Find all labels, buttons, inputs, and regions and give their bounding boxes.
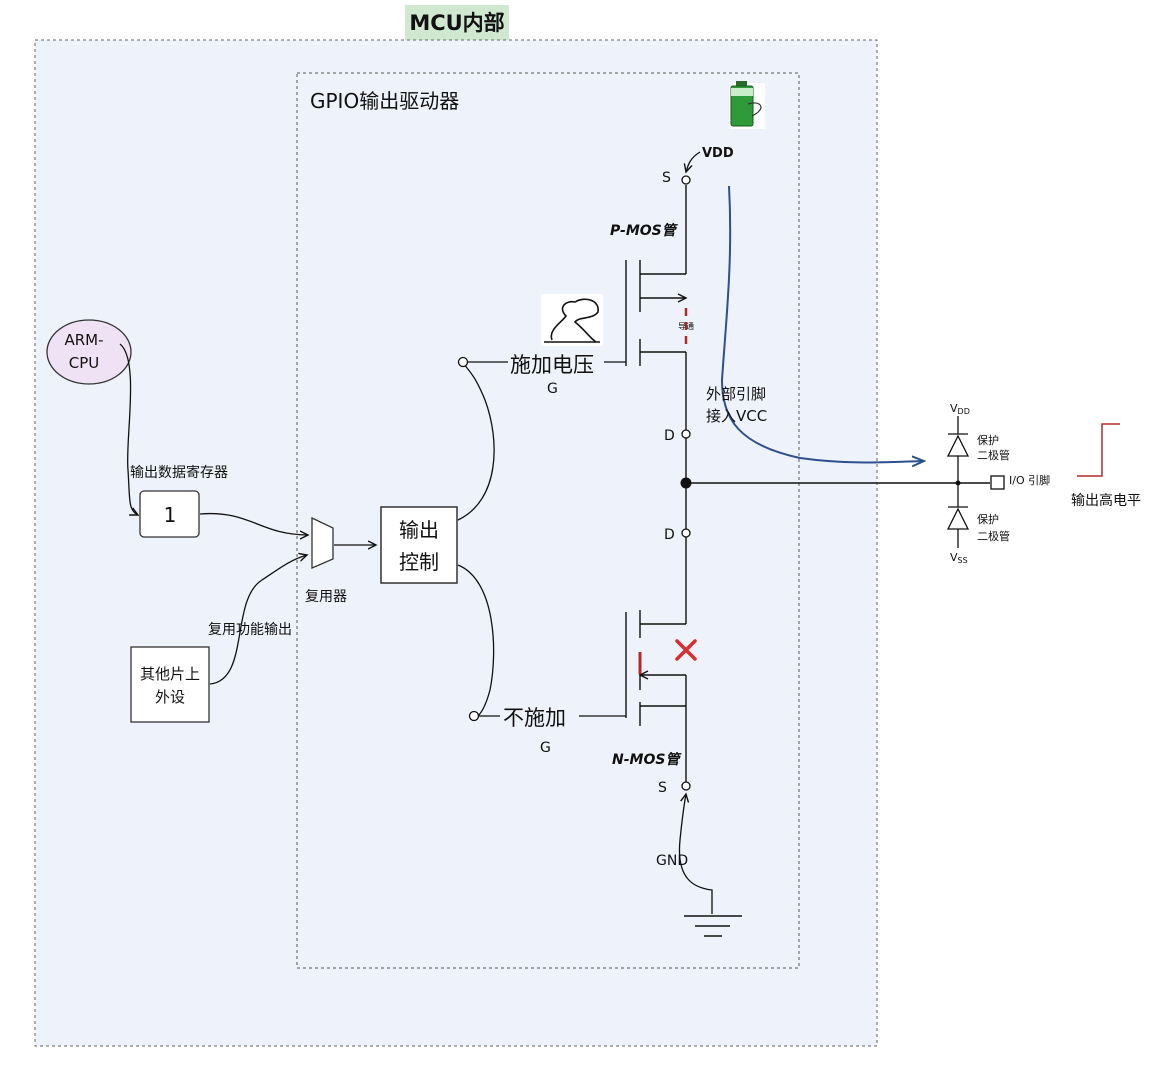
register-to-mux-wire (199, 512, 308, 535)
bottom-diode-label-line1: 保护 (977, 512, 999, 526)
peripheral-label-line1: 其他片上 (140, 665, 200, 683)
vss-rail-label: VSS (950, 551, 968, 565)
pmos-channel-note: 导通 (678, 321, 694, 331)
vdd-to-source-wire (686, 151, 701, 172)
nmos-label: N-MOS管 (612, 751, 682, 768)
cpu-label-line2: CPU (69, 354, 100, 372)
output-data-register (139, 490, 200, 538)
output-level-label: 输出高电平 (1071, 492, 1141, 509)
top-diode-label-line2: 二极管 (977, 448, 1010, 462)
nmos-drain-label: D (664, 527, 675, 543)
pmos-source-terminal (681, 175, 691, 185)
io-pin-label: I/O 引脚 (1009, 473, 1050, 487)
output-control-line2: 控制 (399, 550, 439, 574)
pmos-drain-terminal (681, 429, 691, 439)
peripheral-to-mux-wire (209, 555, 307, 685)
mux-label: 复用器 (305, 588, 347, 605)
alt-function-label: 复用功能输出 (208, 621, 292, 638)
mcu-title: MCU内部 (409, 11, 505, 35)
cpu-node (46, 319, 132, 385)
vdd-rail-label: VDD (950, 402, 970, 416)
upper-gate-label: G (547, 381, 558, 397)
pmos-source-label: S (662, 170, 671, 186)
high-level-waveform (1077, 423, 1120, 477)
ground-icon (684, 915, 742, 937)
mcu-title-chip (405, 5, 509, 41)
protection-diode-bottom (946, 483, 970, 548)
gpio-driver-region (296, 72, 800, 969)
nmos-transistor (625, 537, 687, 782)
pmos-drain-label: D (664, 428, 675, 444)
multiplexer (311, 516, 334, 569)
nmos-source-label: S (658, 780, 667, 796)
gnd-to-source-wire (678, 794, 713, 914)
io-pin[interactable] (990, 475, 1005, 490)
peripheral-label-line2: 外设 (155, 688, 185, 706)
register-label: 输出数据寄存器 (130, 464, 228, 481)
protection-diode-top (946, 416, 970, 483)
upper-gate-terminal (457, 356, 469, 368)
register-value: 1 (164, 503, 177, 527)
external-label-line1: 外部引脚 (706, 385, 766, 403)
pmos-label: P-MOS管 (610, 222, 679, 239)
lower-gate-label: G (540, 740, 551, 756)
pmos-transistor (625, 185, 688, 430)
external-vcc-arrow (720, 185, 924, 463)
cpu-to-register-wire (119, 343, 138, 515)
output-control-line1: 输出 (399, 518, 439, 542)
top-diode-label-line1: 保护 (977, 433, 999, 447)
lower-path-label: 不施加 (503, 706, 566, 730)
vdd-label: VDD (702, 146, 734, 161)
nmos-drain-terminal (681, 528, 691, 538)
battery-icon (729, 81, 765, 129)
gnd-label: GND (656, 853, 688, 869)
cpu-label-line1: ARM- (64, 331, 103, 349)
control-to-upper-gate-wire (457, 363, 495, 521)
control-to-lower-gate-wire (457, 564, 495, 717)
nmos-off-mark-icon (675, 639, 697, 661)
nmos-source-terminal (681, 781, 691, 791)
external-label-line2: 接入VCC (706, 407, 767, 425)
bottom-diode-label-line2: 二极管 (977, 529, 1010, 543)
person-icon (541, 294, 603, 346)
peripheral-box (130, 646, 210, 723)
gpio-title: GPIO输出驱动器 (310, 89, 459, 113)
lower-gate-terminal (468, 710, 480, 722)
output-control-box (380, 506, 458, 584)
upper-path-label: 施加电压 (510, 353, 594, 377)
